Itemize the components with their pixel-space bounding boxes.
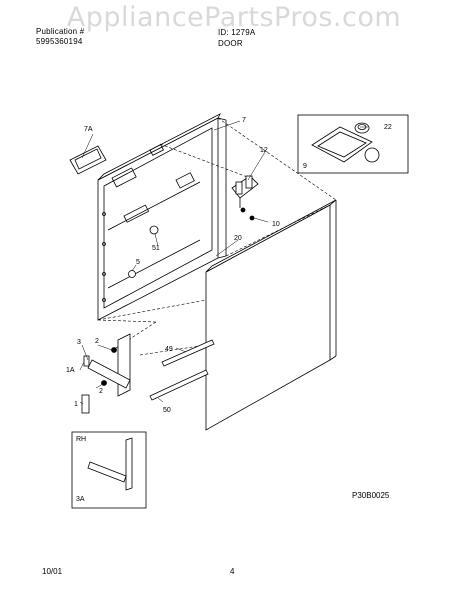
callout-51: 51 <box>152 245 160 252</box>
callout-50: 50 <box>163 407 171 414</box>
callout-2-upper: 2 <box>95 338 99 345</box>
section-title: DOOR <box>218 39 243 48</box>
callout-20: 20 <box>234 235 242 242</box>
callout-3a: 3A <box>76 496 85 503</box>
callout-10: 10 <box>272 221 280 228</box>
callout-7: 7 <box>242 117 246 124</box>
diagram-code: P30B0025 <box>352 491 390 500</box>
latch-assembly <box>231 175 259 221</box>
hinge-assembly <box>81 333 131 414</box>
footer-date: 10/01 <box>42 567 63 576</box>
outer-door-panel <box>205 199 337 431</box>
callout-9: 9 <box>303 163 307 170</box>
callout-7a: 7A <box>84 126 93 133</box>
publication-label: Publication # <box>36 27 85 36</box>
callout-5: 5 <box>136 259 140 266</box>
callout-2-lower: 2 <box>99 388 103 395</box>
watermark: AppliancePartsPros.com <box>66 2 402 33</box>
trim-strips <box>149 339 215 401</box>
callout-rh: RH <box>76 436 86 443</box>
callout-1a: 1A <box>66 367 75 374</box>
dispenser-inset <box>297 114 409 174</box>
inner-door-frame <box>97 113 227 321</box>
gasket-part <box>69 145 107 175</box>
page-number: 4 <box>230 567 235 576</box>
callout-22: 22 <box>384 124 392 131</box>
publication-number: 5995360194 <box>36 37 83 46</box>
model-id: ID: 1279A <box>218 28 256 37</box>
rh-hinge-inset <box>71 431 147 509</box>
callout-1: 1 <box>74 401 78 408</box>
callout-3: 3 <box>77 339 81 346</box>
callout-12: 12 <box>260 147 268 154</box>
callout-49: 49 <box>165 346 173 353</box>
